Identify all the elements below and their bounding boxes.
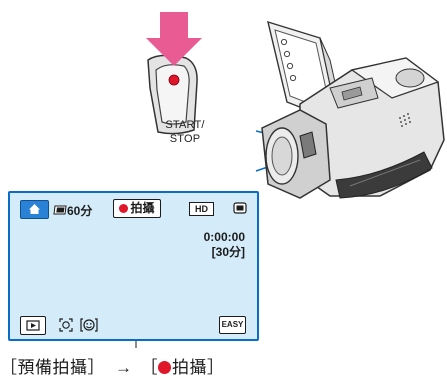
- hd-quality-badge: HD: [189, 202, 214, 216]
- caption-open-bracket-1: ［: [0, 358, 18, 377]
- battery-remaining-text: 60分: [67, 204, 93, 218]
- record-button-label: 拍攝: [130, 201, 155, 215]
- caption-standby-text: 預備拍攝: [17, 358, 88, 377]
- timecode-display: 0:00:00 [30分]: [204, 230, 245, 260]
- caption-close-bracket-1: ］: [87, 358, 105, 377]
- timecode-counter: 0:00:00: [203, 230, 245, 244]
- start-stop-button-closeup: [147, 54, 198, 135]
- caption: ［預備拍攝］→［拍攝］: [0, 353, 447, 378]
- easy-mode-label: EASY: [221, 320, 244, 329]
- caption-arrow: →: [115, 358, 133, 377]
- memory-media-icon: [233, 202, 247, 214]
- home-icon: [29, 204, 40, 214]
- easy-mode-button[interactable]: EASY: [219, 316, 246, 334]
- caption-recording-text: 拍攝: [172, 358, 207, 377]
- caption-record-dot-icon: [158, 361, 171, 374]
- lcd-screen: 60分 拍攝 HD 0:00:00 [30分]: [8, 191, 259, 341]
- smile-shutter-icon: [80, 318, 98, 332]
- view-images-button[interactable]: [20, 316, 46, 335]
- start-stop-label: START/ STOP: [145, 118, 225, 146]
- battery-icon: [53, 205, 67, 215]
- start-stop-label-line2: STOP: [169, 133, 201, 145]
- record-button[interactable]: 拍攝: [113, 199, 161, 218]
- playback-icon: [26, 320, 40, 331]
- camera-body: [261, 57, 445, 199]
- hd-badge-label: HD: [195, 204, 208, 214]
- record-dot-icon: [119, 204, 129, 213]
- press-down-arrow-icon: [146, 12, 202, 66]
- record-dot-icon: [168, 74, 180, 86]
- caption-open-bracket-2: ［: [140, 358, 158, 377]
- caption-close-bracket-2: ］: [207, 358, 225, 377]
- remaining-time: [30分]: [211, 245, 245, 259]
- home-button[interactable]: [20, 200, 49, 219]
- face-detection-icon: [59, 318, 73, 332]
- start-stop-label-line1: START/: [165, 119, 205, 131]
